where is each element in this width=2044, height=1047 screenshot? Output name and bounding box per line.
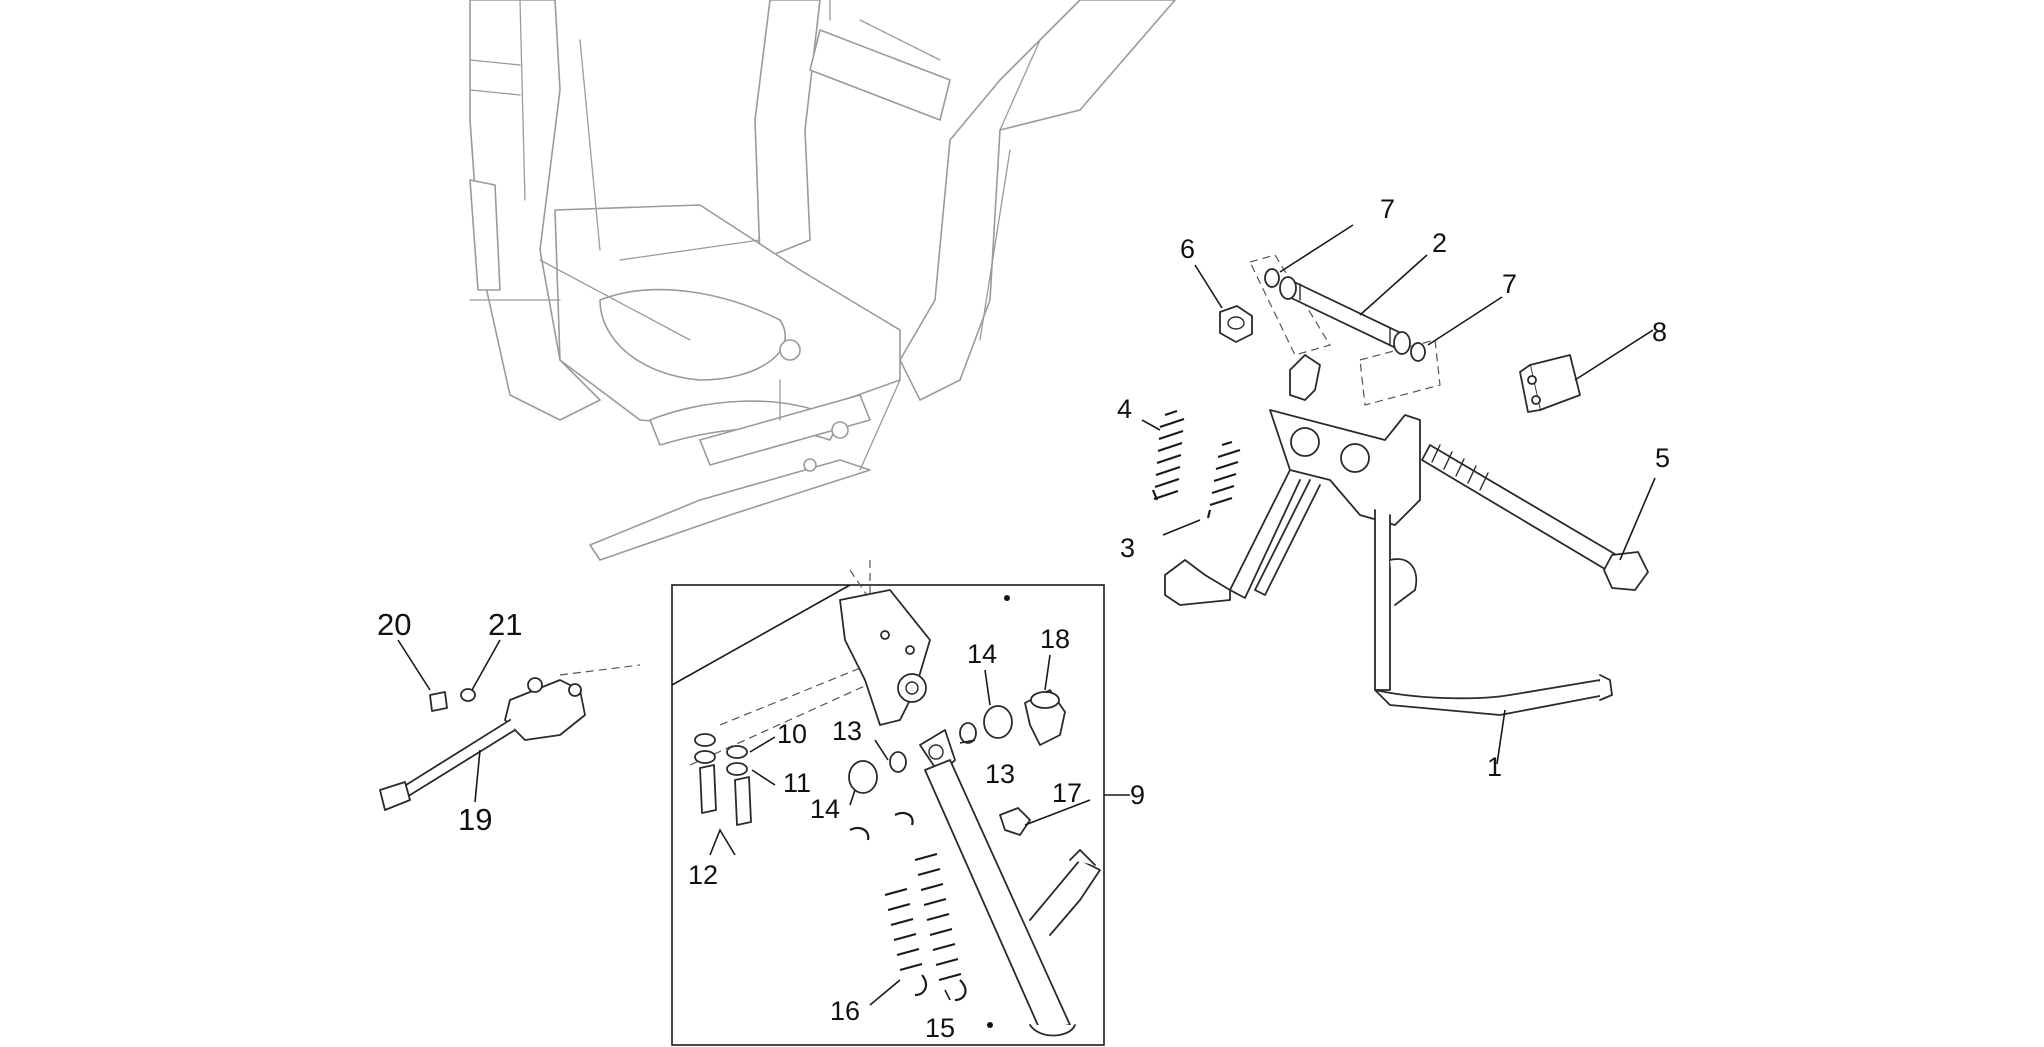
center-stand — [1164, 354, 1613, 716]
callout-16: 16 — [830, 996, 860, 1026]
washer-top-right — [726, 745, 748, 759]
bolt-left — [699, 764, 717, 814]
washer-top-left — [694, 733, 716, 747]
center-stand-assembly — [1151, 254, 1649, 716]
callout-2: 2 — [1432, 228, 1447, 258]
callout-4: 4 — [1117, 394, 1132, 424]
callout-15: 15 — [925, 1013, 955, 1043]
side-stand-leg — [919, 729, 1101, 1037]
washer-bottom-left — [694, 750, 716, 764]
switch-screw — [429, 691, 448, 712]
callout-7-left: 7 — [1380, 194, 1395, 224]
bolt-right — [734, 776, 752, 826]
stand-spring-large — [1151, 409, 1185, 501]
callout-13-left: 13 — [832, 716, 862, 746]
callout-18: 18 — [1040, 624, 1070, 654]
callout-6: 6 — [1180, 234, 1195, 264]
washer-bottom-right — [726, 762, 748, 776]
callout-17: 17 — [1052, 778, 1082, 808]
scooter-frame — [469, 0, 1176, 561]
o-ring-large-left — [848, 760, 878, 794]
stand-spring-small — [1206, 440, 1241, 519]
circlip-left — [1264, 268, 1280, 288]
side-stand-kit — [671, 560, 1105, 1046]
callout-13-right: 13 — [985, 759, 1015, 789]
callout-3: 3 — [1120, 533, 1135, 563]
callout-14-left: 14 — [810, 794, 840, 824]
callout-19: 19 — [458, 802, 492, 837]
side-stand-spring-short — [849, 826, 928, 997]
o-ring-large-right — [983, 705, 1013, 739]
callout-10: 10 — [777, 719, 807, 749]
callout-8: 8 — [1652, 317, 1667, 347]
side-stand-spring-long — [894, 811, 967, 1002]
o-ring-small-left — [889, 751, 907, 773]
circlip-right — [1410, 342, 1426, 362]
box-reference-dot-top — [1004, 595, 1010, 601]
pivot-pin — [1279, 276, 1411, 355]
callout-5: 5 — [1655, 443, 1670, 473]
box-reference-dot-bottom — [987, 1022, 993, 1028]
callout-7-right: 7 — [1502, 269, 1517, 299]
o-ring-small-right — [959, 722, 977, 744]
leader-lines — [397, 224, 1656, 1006]
rubber-buffer — [999, 807, 1031, 836]
callout-1: 1 — [1487, 752, 1502, 782]
rubber-stop — [1519, 354, 1581, 413]
callout-11: 11 — [783, 768, 811, 798]
side-stand-bracket — [839, 589, 931, 726]
callout-9: 9 — [1130, 780, 1145, 810]
stand-bolt — [1421, 444, 1649, 591]
callout-21: 21 — [488, 607, 522, 642]
dashed-outline-left — [1249, 254, 1331, 356]
switch-washer — [460, 688, 476, 702]
dashed-outline-right — [1359, 339, 1441, 406]
kit-box — [671, 584, 1105, 1046]
callout-12: 12 — [688, 860, 718, 890]
callout-labels: 1 2 3 4 5 6 7 7 8 9 10 11 12 13 13 14 14… — [377, 194, 1670, 1043]
side-stand-switch — [379, 664, 641, 811]
callout-20: 20 — [377, 607, 411, 642]
hex-nut — [1219, 305, 1253, 343]
callout-14-right: 14 — [967, 639, 997, 669]
